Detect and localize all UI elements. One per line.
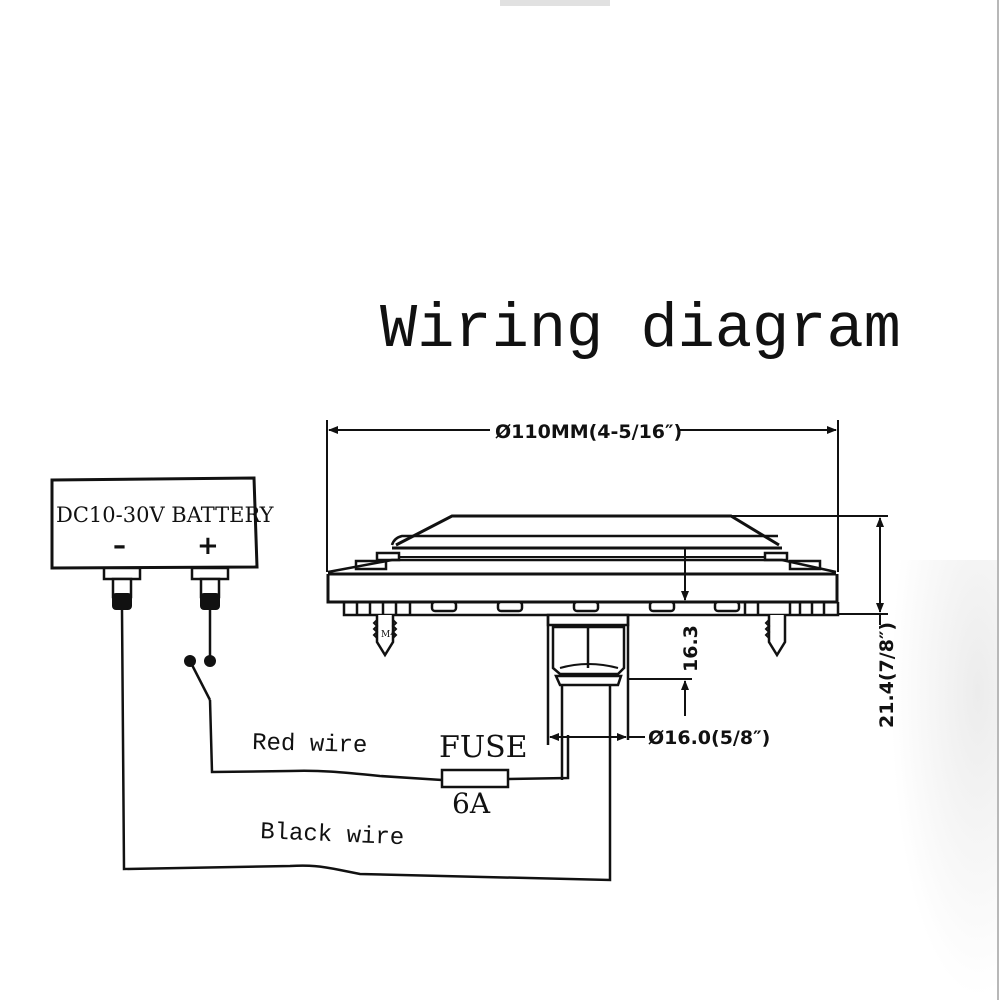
gauge-profile xyxy=(326,514,840,780)
switch xyxy=(184,610,216,701)
red-wire-label: Red wire xyxy=(252,730,368,760)
dimension-stud-length: 16.3 xyxy=(680,625,702,672)
battery-body xyxy=(50,476,259,570)
red-wire-to-gauge xyxy=(507,735,570,781)
center-stud xyxy=(546,613,630,780)
switch-lever xyxy=(188,660,212,701)
dimension-diameter: Ø110MM(4-5/16″) xyxy=(495,421,682,443)
battery-label: DC10-30V BATTERY xyxy=(56,503,275,527)
fuse-rating: 6A xyxy=(452,787,491,820)
black-wire-label: Black wire xyxy=(260,819,405,852)
fuse xyxy=(440,768,510,789)
fuse-label: FUSE xyxy=(439,730,528,765)
right-mounting-screw xyxy=(764,615,787,658)
left-mounting-screw xyxy=(372,615,398,658)
battery-positive-symbol: + xyxy=(197,531,219,561)
battery-negative-terminal xyxy=(102,566,142,581)
fuse-body xyxy=(440,768,510,789)
dimension-total-depth: 21.4(7/8″) xyxy=(876,622,898,728)
dimension-stud-diameter: Ø16.0(5/8″) xyxy=(648,727,770,749)
screw-size-label: M4 xyxy=(381,630,396,640)
red-wire xyxy=(208,699,443,782)
scan-smudge xyxy=(890,560,999,1000)
battery xyxy=(50,476,259,610)
switch-contact-right xyxy=(204,655,216,667)
battery-negative-symbol: – xyxy=(113,531,126,561)
scan-artifact-top xyxy=(500,0,610,6)
page-edge xyxy=(997,0,999,1000)
black-wire xyxy=(120,609,612,882)
gauge-flange xyxy=(326,574,839,604)
battery-positive-terminal xyxy=(190,566,230,581)
dimension-lines xyxy=(326,420,888,741)
diagram-title: Wiring diagram xyxy=(380,294,901,365)
gauge-bezel-top xyxy=(395,514,780,547)
